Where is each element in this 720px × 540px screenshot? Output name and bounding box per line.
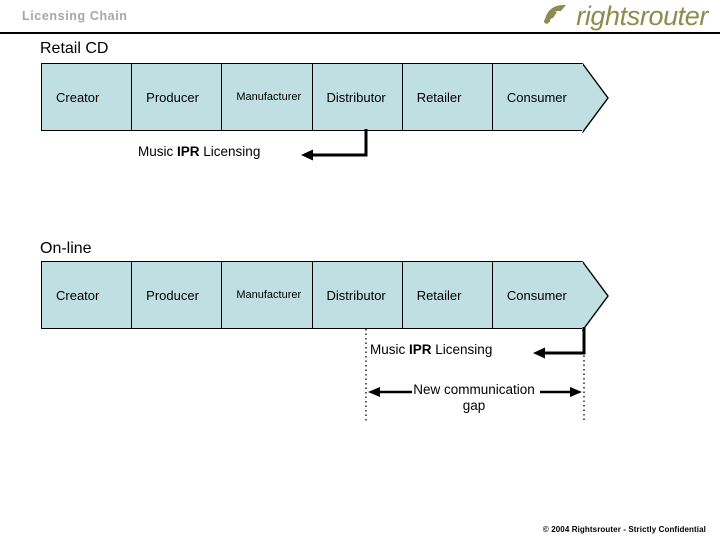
footer-copyright: © 2004 Rightsrouter - Strictly Confident… — [542, 525, 706, 534]
chain-cell-label: Distributor — [326, 287, 386, 303]
annotation-new-communication-gap: New communication gap — [404, 382, 544, 414]
chain-cell-manufacturer[interactable]: Manufacturer — [221, 63, 312, 131]
chain-cell-label: Consumer — [506, 287, 567, 303]
connector-arrow-online-icon — [528, 327, 608, 363]
annotation-music-ipr-licensing-online: Music IPR Licensing — [370, 342, 492, 357]
chain-cell-label: Producer — [146, 89, 199, 105]
chain-cell-consumer[interactable]: Consumer — [491, 63, 609, 133]
chain-cell-producer[interactable]: Producer — [131, 63, 222, 131]
chain-cell-distributor[interactable]: Distributor — [311, 63, 402, 131]
page-title: Licensing Chain — [22, 9, 128, 23]
chain-cell-label: Manufacturer — [236, 91, 302, 103]
chain-cell-label: Creator — [56, 89, 100, 105]
chain-cell-label: Producer — [146, 287, 199, 303]
chain-arrow-head-icon — [582, 63, 634, 133]
chain-cell-label: Consumer — [506, 89, 567, 105]
annotation-emphasis: IPR — [409, 342, 432, 357]
chain-cell-retailer[interactable]: Retailer — [401, 63, 492, 131]
swoosh-icon — [542, 1, 572, 32]
chain-row-online: Creator Producer Manufacturer Distributo… — [41, 261, 609, 331]
chain-cell-creator[interactable]: Creator — [41, 261, 132, 329]
annotation-suffix: Licensing — [431, 342, 493, 357]
chain-cell-label: Retailer — [416, 287, 462, 303]
chain-arrow-head-icon — [582, 261, 634, 331]
communication-gap-diagram — [360, 329, 592, 421]
chain-cell-creator[interactable]: Creator — [41, 63, 132, 131]
gap-label-line2: gap — [462, 398, 486, 413]
chain-cell-label: Creator — [56, 287, 100, 303]
chain-cell-retailer[interactable]: Retailer — [401, 261, 492, 329]
chain-cell-producer[interactable]: Producer — [131, 261, 222, 329]
brand-logo: rightsrouter — [542, 1, 708, 32]
chain-cell-consumer[interactable]: Consumer — [491, 261, 609, 331]
chain-cell-label: Retailer — [416, 89, 462, 105]
annotation-suffix: Licensing — [199, 144, 261, 159]
section-heading-online: On-line — [40, 240, 92, 257]
connector-arrow-retail-icon — [296, 129, 376, 165]
chain-row-retail-cd: Creator Producer Manufacturer Distributo… — [41, 63, 609, 133]
header-divider — [0, 32, 720, 34]
annotation-prefix: Music — [370, 342, 410, 357]
brand-name: rightsrouter — [576, 1, 708, 31]
annotation-emphasis: IPR — [177, 144, 200, 159]
chain-cell-label: Manufacturer — [236, 289, 302, 301]
chain-cell-label: Distributor — [326, 89, 386, 105]
annotation-music-ipr-licensing-retail: Music IPR Licensing — [138, 144, 260, 159]
slide-header: Licensing Chain rightsrouter — [0, 0, 720, 34]
annotation-prefix: Music — [138, 144, 178, 159]
chain-cell-manufacturer[interactable]: Manufacturer — [221, 261, 312, 329]
gap-label-line1: New communication — [413, 382, 535, 397]
chain-cell-distributor[interactable]: Distributor — [311, 261, 402, 329]
section-heading-retail-cd: Retail CD — [40, 40, 109, 57]
